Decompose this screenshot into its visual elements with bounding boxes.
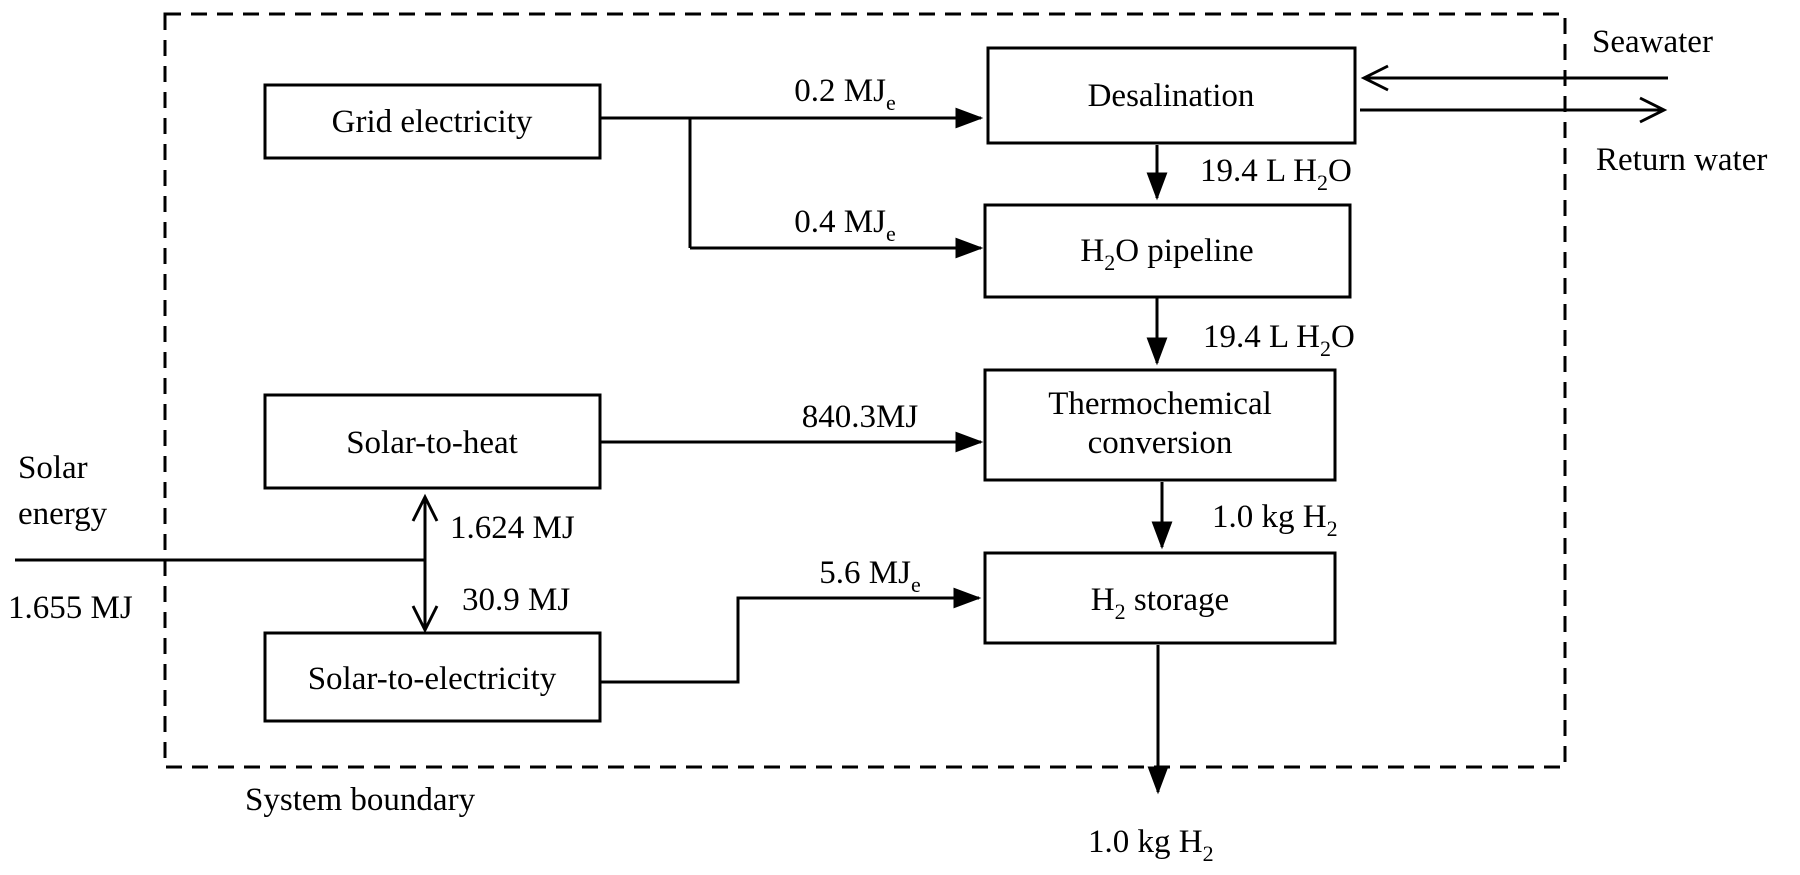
grid-electricity-label: Grid electricity <box>332 104 533 140</box>
thermochemical-conversion-box <box>983 368 1337 482</box>
flow-label-1-624-mj: 1.624 MJ <box>450 510 575 546</box>
flow-label-water-2: 19.4 L H2O <box>1203 319 1355 361</box>
seawater-label: Seawater <box>1592 24 1713 60</box>
desalination-label: Desalination <box>1088 78 1255 114</box>
solar-energy-label-line1: Solar <box>18 450 88 486</box>
h2-storage-label: H2 storage <box>1091 582 1229 624</box>
h2o-pipeline-label: H2O pipeline <box>1080 233 1253 275</box>
flow-label-30-9-mj: 30.9 MJ <box>462 582 570 618</box>
flow-label-1-655-mj: 1.655 MJ <box>8 590 133 626</box>
solar-to-heat-label: Solar-to-heat <box>346 425 518 461</box>
h2o-pipeline-box <box>983 203 1352 299</box>
solar-to-electricity-label: Solar-to-electricity <box>308 661 557 697</box>
thermochemical-label-line2: conversion <box>1088 425 1233 461</box>
system-boundary-box <box>163 12 1567 769</box>
grid-electricity-box <box>263 83 602 160</box>
flow-arrow-electricity-to-storage <box>600 587 982 684</box>
system-boundary-label: System boundary <box>245 782 476 818</box>
solar-to-electricity-box <box>263 631 602 723</box>
desalination-box <box>986 46 1357 145</box>
flow-label-1-0-kg-h2-mid: 1.0 kg H2 <box>1212 499 1338 541</box>
flow-label-0-2-mje: 0.2 MJe <box>794 73 895 115</box>
thermochemical-label-line1: Thermochemical <box>1048 386 1272 422</box>
h2-storage-box <box>983 551 1337 645</box>
flow-label-1-0-kg-h2-output: 1.0 kg H2 <box>1088 824 1214 866</box>
flow-label-840-3-mj: 840.3MJ <box>802 399 919 435</box>
solar-energy-label-line2: energy <box>18 496 108 532</box>
flow-label-water-1: 19.4 L H2O <box>1200 153 1352 195</box>
solar-to-heat-box <box>263 393 602 490</box>
flow-label-0-4-mje: 0.4 MJe <box>794 204 895 246</box>
flow-label-5-6-mje: 5.6 MJe <box>819 555 920 597</box>
return-water-label: Return water <box>1596 142 1767 178</box>
